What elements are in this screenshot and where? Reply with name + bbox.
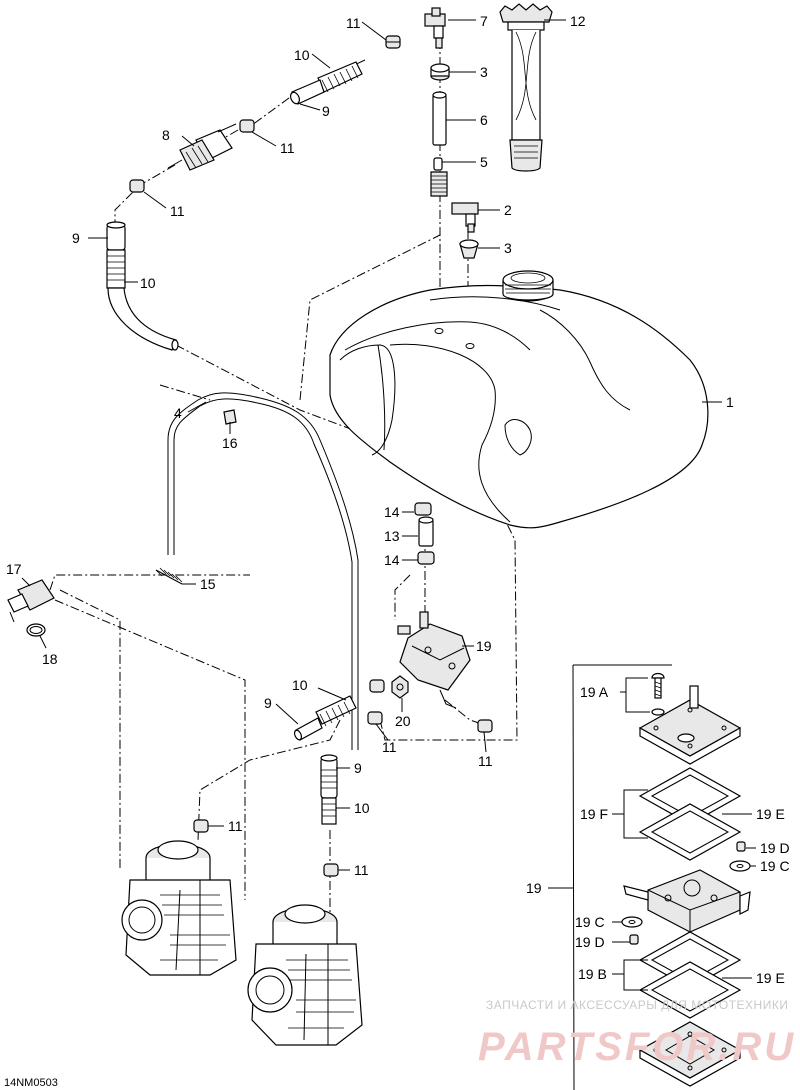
callout-11-pump: 11	[478, 753, 493, 769]
pump-diaphragm-lower[interactable]	[638, 961, 742, 1019]
carburetor-right[interactable]	[247, 904, 363, 1046]
grommet-lower[interactable]	[459, 239, 479, 259]
hose-9-lower[interactable]	[320, 754, 338, 799]
callout-19a: 19 A	[580, 684, 609, 700]
callout-7: 7	[480, 13, 488, 29]
callout-19d-right: 19 D	[760, 840, 790, 856]
hose-sleeve-10-top[interactable]	[289, 61, 363, 105]
callout-11-mid: 11	[382, 739, 397, 755]
callout-labels: 7 12 3 6 5 2 3 1 11 10 9 11 8 11 9 10 4 …	[6, 13, 790, 986]
callout-10-mid: 10	[292, 677, 308, 693]
spring[interactable]	[155, 567, 183, 585]
hose-sleeve-10-left[interactable]	[106, 249, 179, 351]
carburetor-left[interactable]	[121, 840, 237, 976]
callout-14-lower: 14	[384, 552, 400, 568]
callout-19b: 19 B	[578, 966, 607, 982]
callout-3-upper: 3	[480, 64, 488, 80]
fuel-gauge-sender[interactable]	[499, 3, 553, 172]
clamp-11-filter-right[interactable]	[239, 119, 255, 133]
fuel-pump[interactable]	[397, 611, 471, 709]
callout-19f: 19 F	[580, 806, 608, 822]
clamp-11-filter-left[interactable]	[129, 179, 145, 193]
callout-9-left: 9	[72, 230, 80, 246]
callout-11-filter-right: 11	[280, 140, 295, 156]
callout-16: 16	[222, 435, 238, 451]
pump-valve-left[interactable]	[629, 934, 639, 945]
clamp-11-pump[interactable]	[477, 719, 493, 733]
pump-washer-left[interactable]	[621, 916, 643, 928]
callout-10-top: 10	[294, 47, 310, 63]
grommet-upper[interactable]	[430, 63, 450, 81]
callout-9-lower: 9	[354, 760, 362, 776]
tee-fitting-upper[interactable]	[424, 7, 446, 49]
callout-8: 8	[162, 127, 170, 143]
callout-11-top: 11	[346, 15, 361, 31]
callout-3-lower: 3	[504, 240, 512, 256]
clamp-14-lower[interactable]	[417, 551, 435, 565]
callout-19d-left: 19 D	[575, 934, 605, 950]
nut-20[interactable]	[391, 675, 409, 699]
clamp-14-upper[interactable]	[414, 502, 432, 516]
diagram-code: 14NM0503	[4, 1077, 58, 1089]
callout-15: 15	[200, 576, 216, 592]
callout-19c-left: 19 C	[575, 914, 605, 930]
pump-washer-right[interactable]	[729, 860, 751, 872]
clamp-11-carb-right[interactable]	[323, 863, 339, 877]
callout-19-detail: 19	[526, 880, 542, 896]
callout-9-top: 9	[322, 103, 330, 119]
clamp-11-top[interactable]	[385, 35, 401, 49]
clamp-11-mid-b[interactable]	[367, 711, 383, 725]
clamp-11-mid-a[interactable]	[369, 679, 385, 693]
callout-2: 2	[504, 202, 512, 218]
pump-screw[interactable]	[651, 672, 665, 716]
hose-9-left[interactable]	[106, 221, 126, 251]
line-clip[interactable]	[223, 409, 237, 425]
watermark-logo: PARTSFOR.RU	[478, 1025, 796, 1069]
callout-11-carb-right: 11	[354, 862, 369, 878]
callout-1: 1	[726, 394, 734, 410]
vent-tube[interactable]	[432, 91, 447, 146]
callout-19: 19	[476, 638, 492, 654]
callout-19c-right: 19 C	[760, 858, 790, 874]
hose-sleeve-10-mid[interactable]	[293, 695, 357, 741]
callout-12: 12	[570, 13, 586, 29]
callout-10-lower: 10	[354, 800, 370, 816]
check-valve[interactable]	[430, 157, 448, 197]
pump-cover[interactable]	[638, 685, 742, 765]
callout-14-upper: 14	[384, 504, 400, 520]
callout-5: 5	[480, 154, 488, 170]
primer-connector[interactable]	[7, 579, 55, 623]
o-ring[interactable]	[26, 623, 46, 637]
clamp-11-carb-left[interactable]	[193, 819, 209, 833]
callout-19e-upper: 19 E	[756, 806, 785, 822]
watermark-text: ЗАПЧАСТИ И АКСЕССУАРЫ ДЛЯ МОТОТЕХНИКИ	[486, 998, 788, 1012]
callout-20: 20	[395, 713, 411, 729]
hose-13[interactable]	[418, 516, 434, 547]
callout-17: 17	[6, 561, 22, 577]
pump-body[interactable]	[623, 869, 751, 933]
pump-valve-right[interactable]	[736, 841, 746, 852]
callout-19e-lower: 19 E	[756, 970, 785, 986]
pump-detail-box	[548, 664, 751, 1090]
fuel-line-long[interactable]	[167, 392, 359, 750]
fuel-filter[interactable]	[167, 123, 237, 171]
pump-base[interactable]	[638, 1021, 742, 1087]
callout-4: 4	[174, 405, 182, 421]
callout-11-filter-left: 11	[170, 203, 185, 219]
pump-diaphragm-upper[interactable]	[638, 803, 742, 861]
callout-13: 13	[384, 528, 400, 544]
callout-6: 6	[480, 112, 488, 128]
hose-sleeve-10-lower[interactable]	[321, 797, 337, 825]
callout-9-mid: 9	[264, 695, 272, 711]
callout-11-carb-left: 11	[228, 818, 243, 834]
tee-fitting-lower[interactable]	[451, 202, 479, 233]
leader-lines	[21, 19, 756, 991]
callout-10-left: 10	[140, 275, 156, 291]
fuel-tank[interactable]	[329, 270, 709, 529]
callout-18: 18	[42, 651, 58, 667]
